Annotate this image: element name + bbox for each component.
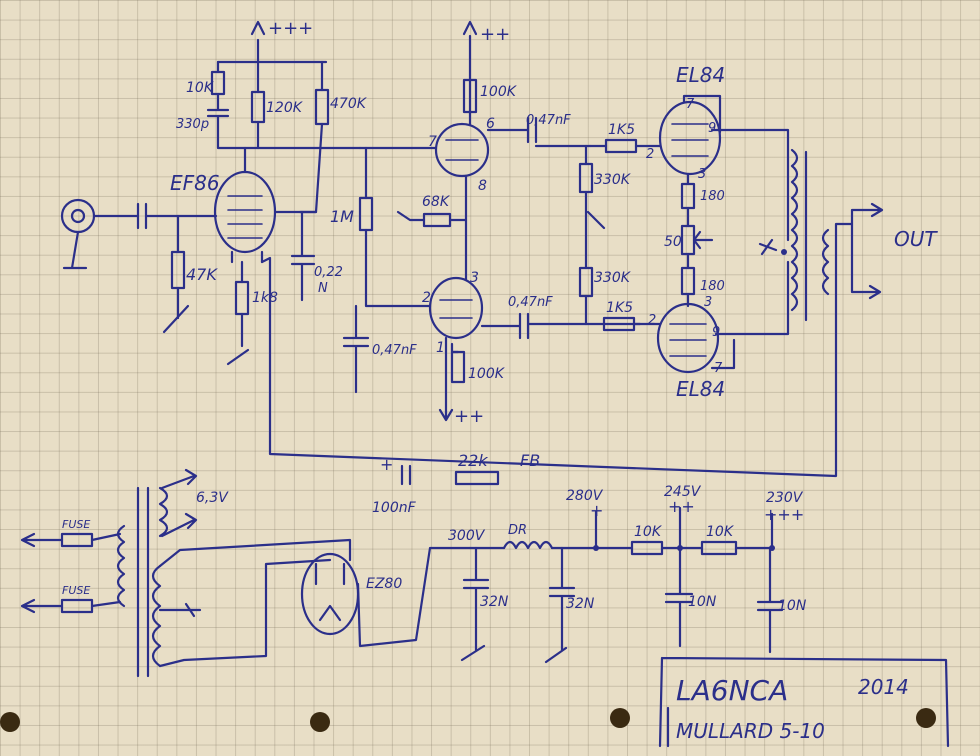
resistor-68k — [396, 210, 468, 228]
power-supply-filter — [460, 506, 784, 664]
label-plus-c: + — [380, 455, 393, 474]
supply-label-3: ++ — [454, 406, 484, 427]
feedback-network — [400, 464, 500, 486]
label-c-022: 0,22 — [314, 265, 343, 280]
label-c-047-left: 0,47nF — [372, 343, 417, 358]
resistor-1k8 — [226, 222, 854, 478]
el84-top-pin-9: 9 — [708, 121, 716, 136]
label-r-1k8: 1k8 — [252, 290, 278, 306]
pin-6: 6 — [486, 116, 495, 132]
tube-label-el84-bottom: EL84 — [676, 377, 725, 401]
label-r-10k: 10K — [186, 80, 215, 96]
label-r-100k-top: 100K — [480, 84, 518, 100]
resistor-1k5-pair — [588, 138, 662, 332]
title-block — [658, 656, 950, 748]
tube-label-ez80: EZ80 — [366, 576, 402, 592]
tube-ecc83-top — [358, 20, 592, 282]
tube-ez80 — [300, 546, 472, 648]
tube-ef86 — [213, 146, 318, 264]
label-dr: DR — [508, 523, 527, 538]
label-300v: 300V — [448, 528, 486, 544]
tube-ecc83-bottom — [428, 276, 642, 422]
label-r-1m: 1M — [330, 207, 354, 226]
tube-el84-top — [658, 94, 790, 242]
label-r-180-top: 180 — [700, 189, 725, 204]
el84-top-pin-3: 3 — [698, 167, 706, 182]
resistor-1m — [342, 146, 432, 394]
label-c-022-unit: N — [318, 281, 328, 296]
label-r-330k-bottom: 330K — [594, 270, 632, 286]
label-c-047-mid: 0,47nF — [508, 295, 553, 310]
label-fuse-2: FUSE — [62, 584, 90, 597]
label-heater: 6,3V — [196, 490, 229, 506]
label-r-47k: 47K — [186, 265, 218, 284]
pin-1: 1 — [436, 340, 445, 356]
pin-7: 7 — [428, 134, 437, 150]
ef86-anode-network — [206, 20, 362, 302]
label-280v-sign: + — [590, 501, 603, 520]
label-c-32-b: 32N — [566, 596, 595, 612]
label-r-470k: 470K — [330, 96, 368, 112]
tube-label-el84-top: EL84 — [676, 63, 725, 87]
input-jack — [60, 198, 218, 270]
output-label: OUT — [894, 227, 938, 251]
el84-bottom-pin-7: 7 — [714, 361, 723, 376]
label-r-1k5-bottom: 1K5 — [606, 300, 633, 316]
label-c-330p: 330p — [176, 117, 209, 132]
pin-3: 3 — [470, 270, 479, 286]
label-fb: FB — [520, 451, 540, 470]
label-c-100nf: 100nF — [372, 500, 417, 516]
binder-holes — [0, 708, 936, 732]
label-r-68k: 68K — [422, 194, 451, 210]
el84-bottom-pin-9: 9 — [712, 325, 720, 340]
el84-top-pin-7: 7 — [686, 97, 695, 112]
label-r-330k-top: 330K — [594, 172, 632, 188]
label-230v: 230V — [766, 490, 804, 506]
power-transformer — [116, 468, 352, 678]
tube-label-ef86: EF86 — [170, 171, 220, 195]
resistor-47k — [162, 214, 190, 334]
label-245v: 245V — [664, 484, 702, 500]
label-fuse-1: FUSE — [62, 518, 90, 531]
el84-bottom-pin-2: 2 — [648, 313, 656, 328]
title-year: 2014 — [858, 675, 909, 699]
label-c-10-a: 10N — [688, 594, 717, 610]
label-r-10k-ps2: 10K — [706, 524, 735, 540]
supply-label-1: +++ — [268, 18, 313, 39]
label-230v-sign: +++ — [764, 505, 804, 524]
label-r-10k-ps1: 10K — [634, 524, 663, 540]
label-280v: 280V — [566, 488, 604, 504]
label-r-180-bottom: 180 — [700, 279, 725, 294]
label-c-10-b: 10N — [778, 598, 807, 614]
output-transformer — [758, 148, 884, 322]
label-r-50: 50 — [664, 234, 682, 250]
label-c-047-top: 0,47nF — [526, 113, 571, 128]
label-245v-sign: ++ — [668, 497, 695, 516]
pin-2: 2 — [422, 290, 431, 306]
el84-top-pin-2: 2 — [646, 147, 654, 162]
fuses — [20, 532, 122, 614]
title-callsign: LA6NCA — [676, 674, 788, 707]
label-r-22k: 22k — [458, 451, 488, 470]
supply-label-2: ++ — [480, 24, 510, 45]
label-r-100k-bottom: 100K — [468, 366, 506, 382]
label-r-120k: 120K — [266, 100, 304, 116]
label-c-32-a: 32N — [480, 594, 509, 610]
label-r-1k5-top: 1K5 — [608, 122, 635, 138]
potentiometer-50 — [680, 224, 714, 308]
el84-bottom-pin-3: 3 — [704, 295, 712, 310]
resistor-330k-pair — [578, 144, 606, 326]
title-design: MULLARD 5-10 — [676, 719, 825, 743]
tube-el84-bottom — [656, 260, 790, 374]
pin-8: 8 — [478, 178, 487, 194]
